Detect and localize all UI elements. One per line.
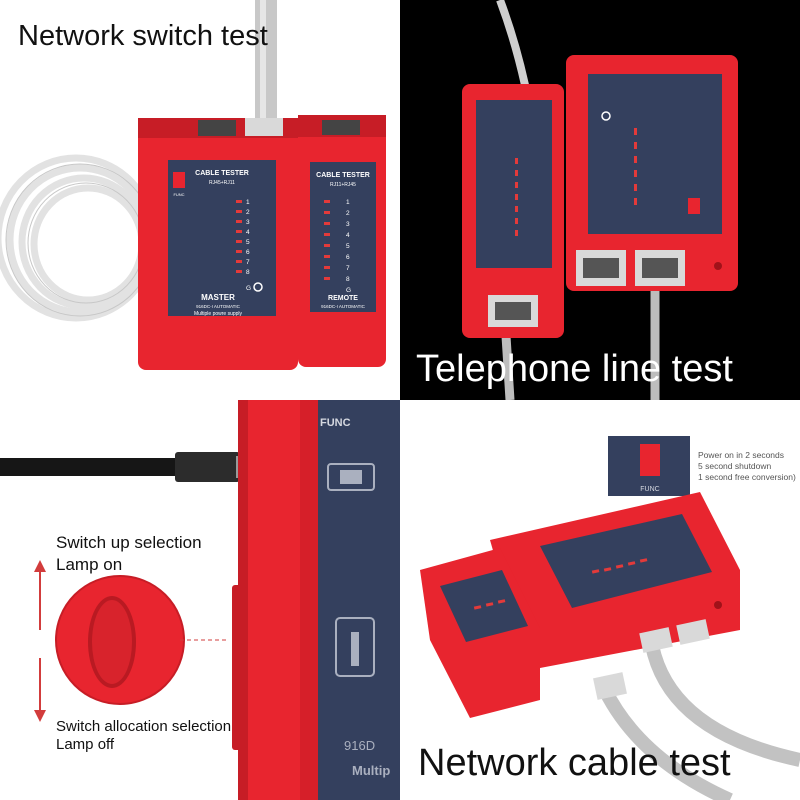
master-ports: RJ45+RJ11 [209,180,235,186]
remote-led-column [324,200,330,280]
remote-heading: CABLE TESTER [316,172,370,179]
switch-down-note: Switch allocation selection Lamp off [56,718,231,754]
remote-pin: 6 [346,254,350,261]
remote-pin: 8 [346,276,350,283]
master-led-column [236,200,242,273]
remote-pin: 3 [346,221,350,228]
power-callout: Power on in 2 seconds 5 second shutdown … [698,450,796,483]
closeup-supply-fragment: Multip [352,763,390,778]
master-pin-labels: 1 2 3 4 5 6 7 8 G [246,199,251,292]
switch-down-line2: Lamp off [56,736,115,753]
master-pin: G [246,285,251,292]
master-pin: 6 [246,249,250,256]
remote-pin: 7 [346,265,350,272]
remote-pin: 2 [346,210,350,217]
master-pin: 5 [246,239,250,246]
switch-closeup-photo: FUNC 916D Multip [0,400,400,800]
switch-up-line1: Switch up selection [56,533,202,552]
network-cable-photo: FUNC [420,436,800,800]
remote-role: REMOTE [328,295,358,302]
remote-pin-labels: 1 2 3 4 5 6 7 8 G [346,199,351,294]
network-cable-caption: Network cable test [418,742,731,784]
master-role: MASTER [201,293,235,302]
network-switch-photo: CABLE TESTER RJ45+RJ11 FUNC 1 2 3 4 5 6 … [0,0,386,370]
master-pin: 3 [246,219,250,226]
switch-up-line2: Lamp on [56,555,123,574]
network-cable-panel: FUNC [400,400,800,800]
master-pin: 4 [246,229,250,236]
master-supply: Multiple powre supply [194,311,243,317]
remote-model: 916DC-I AUTOMATIC [321,304,366,309]
callout-func-label: FUNC [640,486,659,493]
coiled-cable [0,154,158,322]
callout-line3: 1 second free conversion) [698,472,796,482]
closeup-func-label: FUNC [320,417,351,429]
master-pin: 8 [246,269,250,276]
master-pin: 7 [246,259,250,266]
master-heading: CABLE TESTER [195,170,249,177]
closeup-model-fragment: 916D [344,738,375,753]
switch-down-line1: Switch allocation selection [56,718,232,735]
network-switch-caption: Network switch test [18,20,268,52]
network-switch-panel: CABLE TESTER RJ45+RJ11 FUNC 1 2 3 4 5 6 … [0,0,400,400]
remote-pin: G [346,287,351,294]
master-pin: 1 [246,199,250,206]
telephone-line-caption: Telephone line test [416,348,733,390]
switch-up-note: Switch up selection Lamp on [56,532,202,576]
switch-closeup-panel: FUNC 916D Multip Switch up selection Lam… [0,400,400,800]
master-model: 916DC-I AUTOMATIC [196,304,241,309]
remote-pin: 1 [346,199,350,206]
remote-ports: RJ11+RJ45 [330,182,356,188]
callout-line2: 5 second shutdown [698,461,772,471]
master-func-label: FUNC [173,192,184,197]
telephone-line-panel: Telephone line test [400,0,800,400]
telephone-line-photo [462,0,738,400]
remote-pin: 5 [346,243,350,250]
remote-pin: 4 [346,232,350,239]
callout-line1: Power on in 2 seconds [698,450,784,460]
master-pin: 2 [246,209,250,216]
